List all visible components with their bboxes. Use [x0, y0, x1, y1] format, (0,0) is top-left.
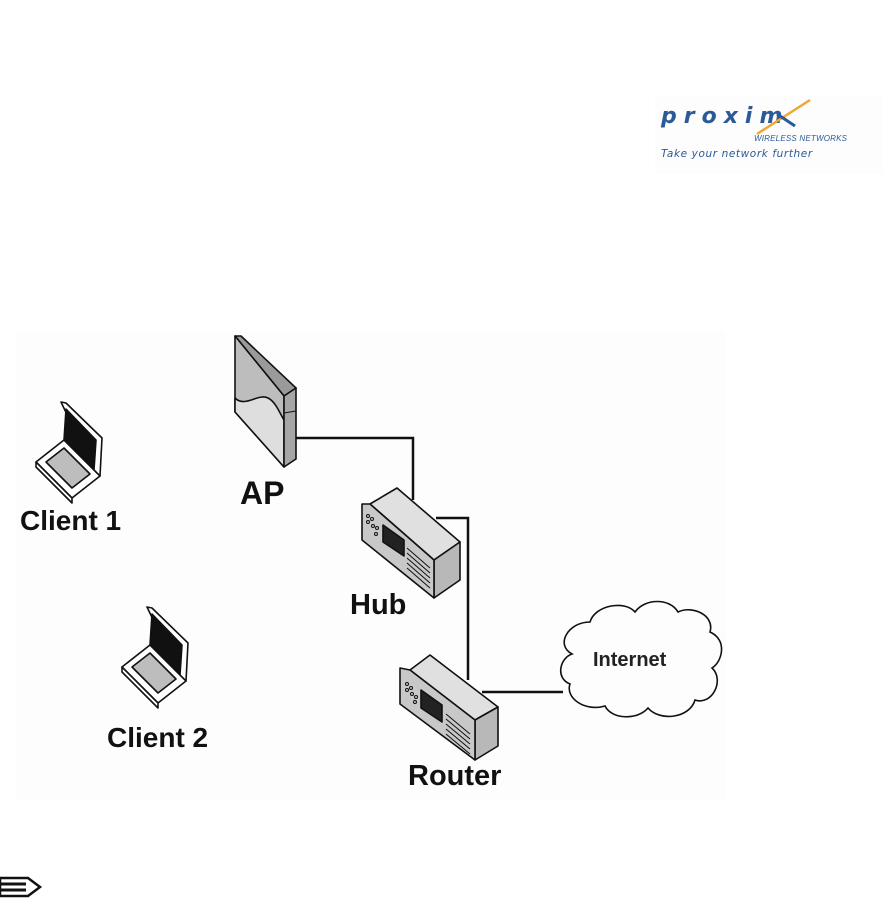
note-arrow-icon — [0, 876, 44, 898]
label-client-2: Client 2 — [107, 722, 208, 754]
label-router: Router — [408, 760, 501, 793]
laptop-icon-client1 — [36, 402, 102, 503]
label-client-1: Client 1 — [20, 505, 121, 537]
access-point-icon — [235, 336, 296, 467]
laptop-icon-client2 — [122, 607, 188, 708]
label-ap: AP — [240, 475, 284, 512]
label-hub: Hub — [350, 589, 406, 622]
hub-icon — [362, 488, 460, 598]
label-internet: Internet — [593, 649, 666, 672]
router-icon — [400, 655, 498, 760]
